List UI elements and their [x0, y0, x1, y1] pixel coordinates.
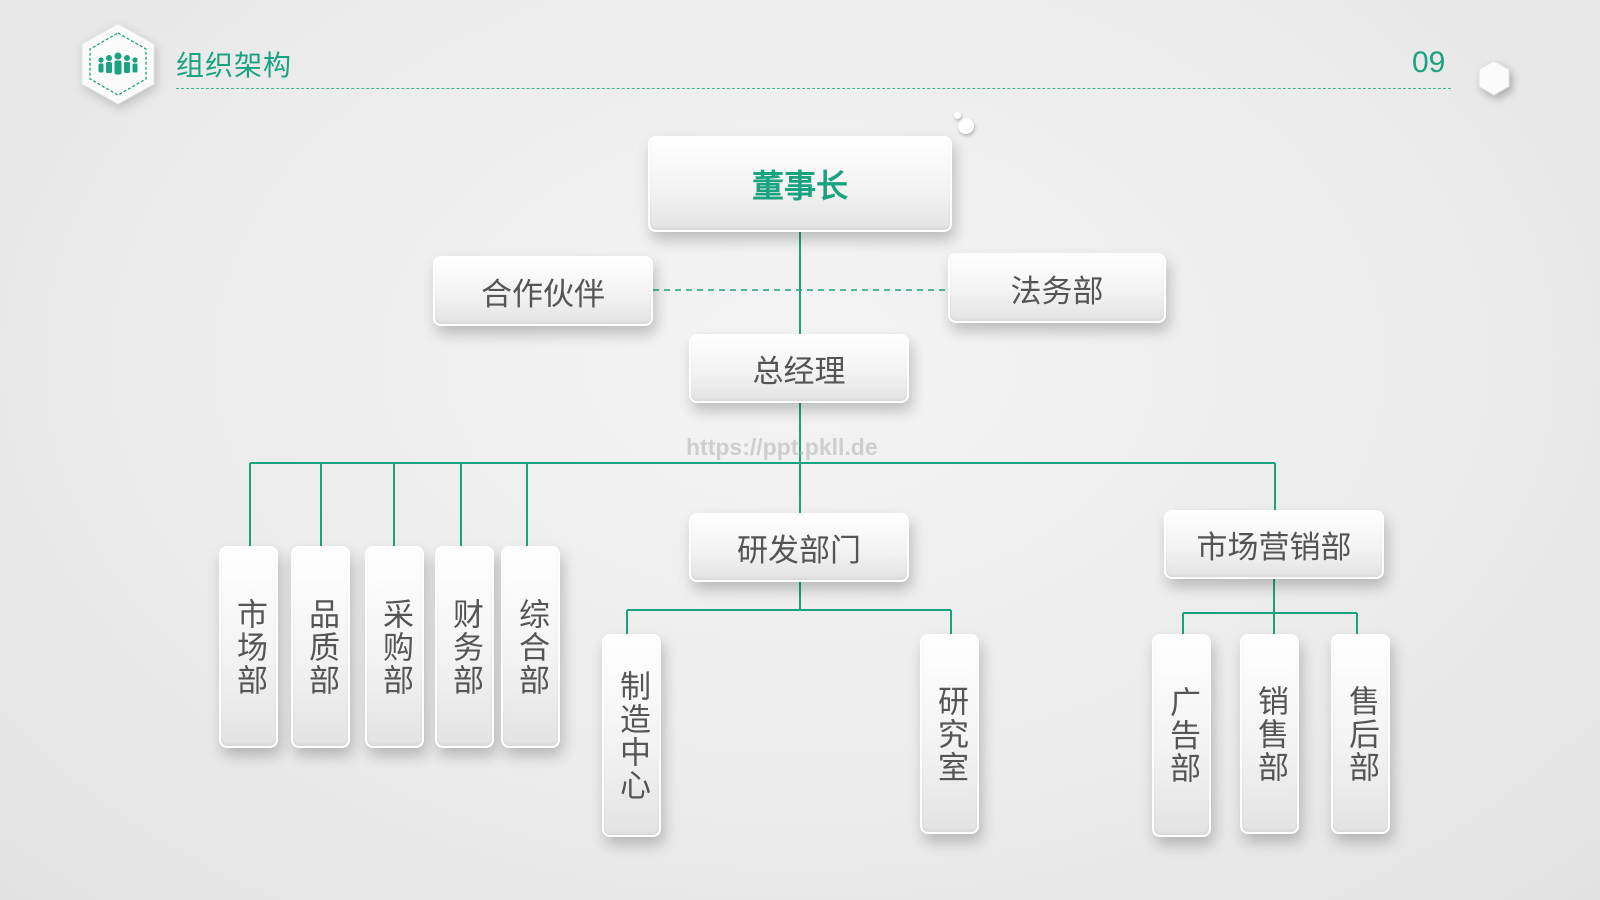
- decorative-dot: [954, 112, 961, 119]
- people-group-icon: [98, 52, 138, 75]
- org-node-finance-dept: 财务部: [435, 546, 494, 748]
- decorative-dot: [958, 118, 974, 134]
- watermark-text: https://ppt.pkll.de: [686, 434, 878, 460]
- org-node-general-affairs-dept: 综合部: [501, 546, 560, 748]
- org-node-after-sales-dept: 售后部: [1331, 634, 1390, 834]
- org-node-partners: 合作伙伴: [433, 256, 653, 326]
- org-node-advertising-dept: 广告部: [1152, 634, 1211, 837]
- org-node-manufacturing-center: 制造中心: [602, 634, 661, 837]
- org-node-rd-dept: 研发部门: [689, 513, 909, 582]
- org-node-chairman: 董事长: [648, 136, 952, 232]
- header-divider: [176, 88, 1451, 89]
- org-node-purchasing-dept: 采购部: [365, 546, 424, 748]
- org-node-legal: 法务部: [948, 253, 1166, 323]
- header-hex-badge: [81, 23, 155, 105]
- org-node-marketing-dept: 市场营销部: [1164, 510, 1384, 579]
- org-node-sales-dept: 销售部: [1240, 634, 1299, 834]
- org-node-market-dept: 市场部: [219, 546, 278, 748]
- org-node-research-lab: 研究室: [920, 634, 979, 834]
- org-node-general-manager: 总经理: [689, 334, 909, 403]
- page-number: 09: [1412, 46, 1446, 79]
- org-node-quality-dept: 品质部: [291, 546, 350, 748]
- page-title: 组织架构: [176, 49, 293, 82]
- decorative-hexagon: [1478, 60, 1510, 96]
